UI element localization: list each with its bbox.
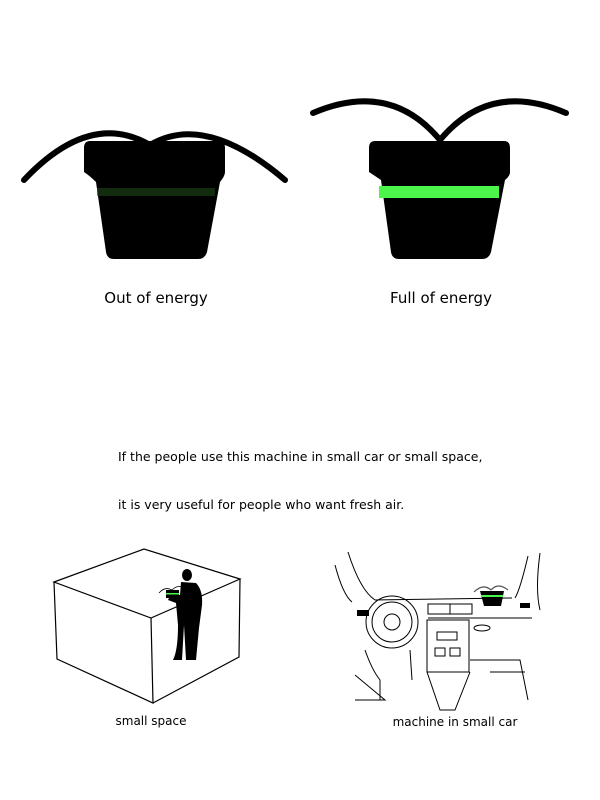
description-line-2: it is very useful for people who want fr… (118, 497, 405, 512)
state-label-full: Full of energy (390, 289, 492, 307)
description-text: If the people use this machine in small … (118, 417, 482, 529)
energy-stripe-dim (97, 188, 215, 196)
person-silhouette-icon (168, 569, 203, 660)
scene-label-small-space: small space (115, 714, 187, 728)
energy-stripe-full (379, 186, 499, 198)
description-line-1: If the people use this machine in small … (118, 449, 483, 464)
mini-pot-icon (158, 586, 186, 598)
state-label-out: Out of energy (104, 289, 208, 307)
car-mini-pot-icon (473, 585, 509, 606)
scene-label-small-car: machine in small car (392, 715, 518, 729)
steering-wheel (365, 595, 419, 649)
